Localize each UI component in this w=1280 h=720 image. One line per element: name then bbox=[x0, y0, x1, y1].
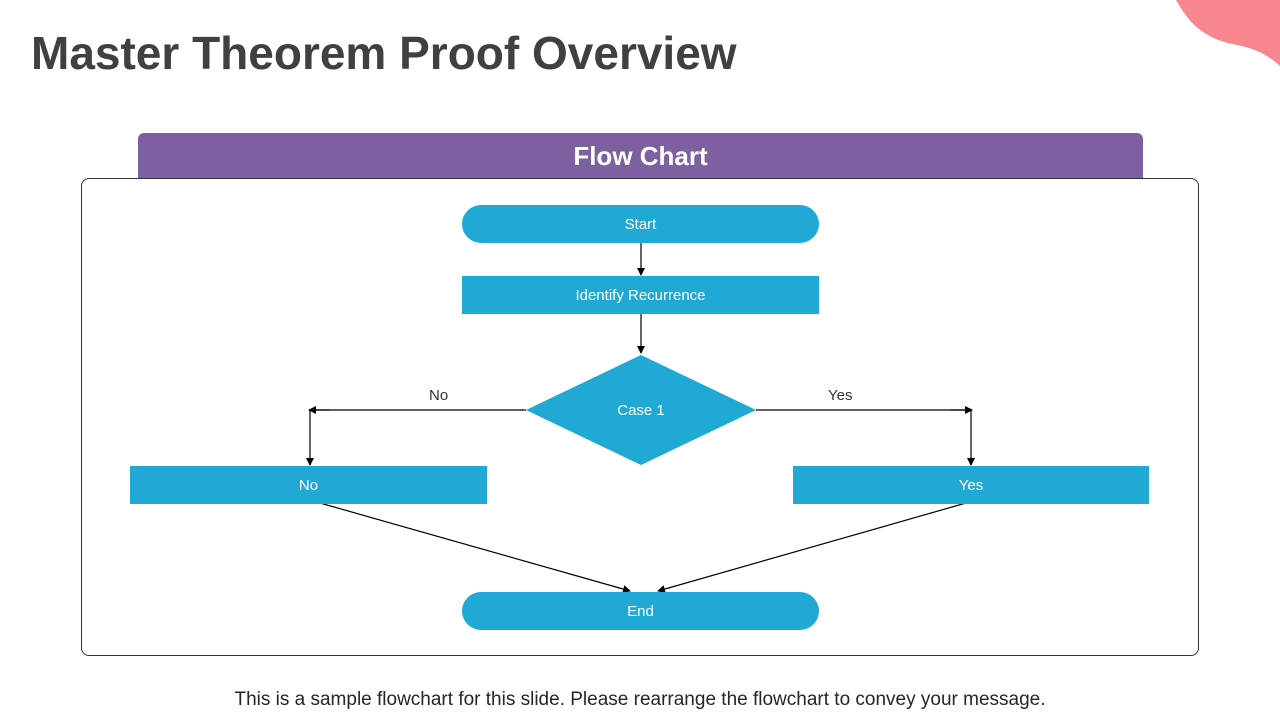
decision-diamond bbox=[526, 355, 756, 465]
identify-recurrence-node: Identify Recurrence bbox=[462, 276, 819, 314]
page-title: Master Theorem Proof Overview bbox=[31, 27, 737, 79]
end-node: End bbox=[462, 592, 819, 630]
footer-note: This is a sample flowchart for this slid… bbox=[234, 689, 1046, 710]
start-node: Start bbox=[462, 205, 819, 243]
edge-decision-yes bbox=[756, 409, 975, 466]
decision-label: Case 1 bbox=[617, 401, 665, 419]
edge-label-yes: Yes bbox=[828, 387, 853, 404]
edge-label-no: No bbox=[429, 387, 449, 404]
edge-yes-end bbox=[657, 502, 967, 593]
no-branch-node: No bbox=[130, 466, 487, 504]
flowchart-header: Flow Chart bbox=[138, 133, 1143, 179]
edge-decision-no bbox=[306, 409, 526, 466]
edge-no-end bbox=[319, 502, 631, 593]
yes-branch-node: Yes bbox=[793, 466, 1149, 504]
